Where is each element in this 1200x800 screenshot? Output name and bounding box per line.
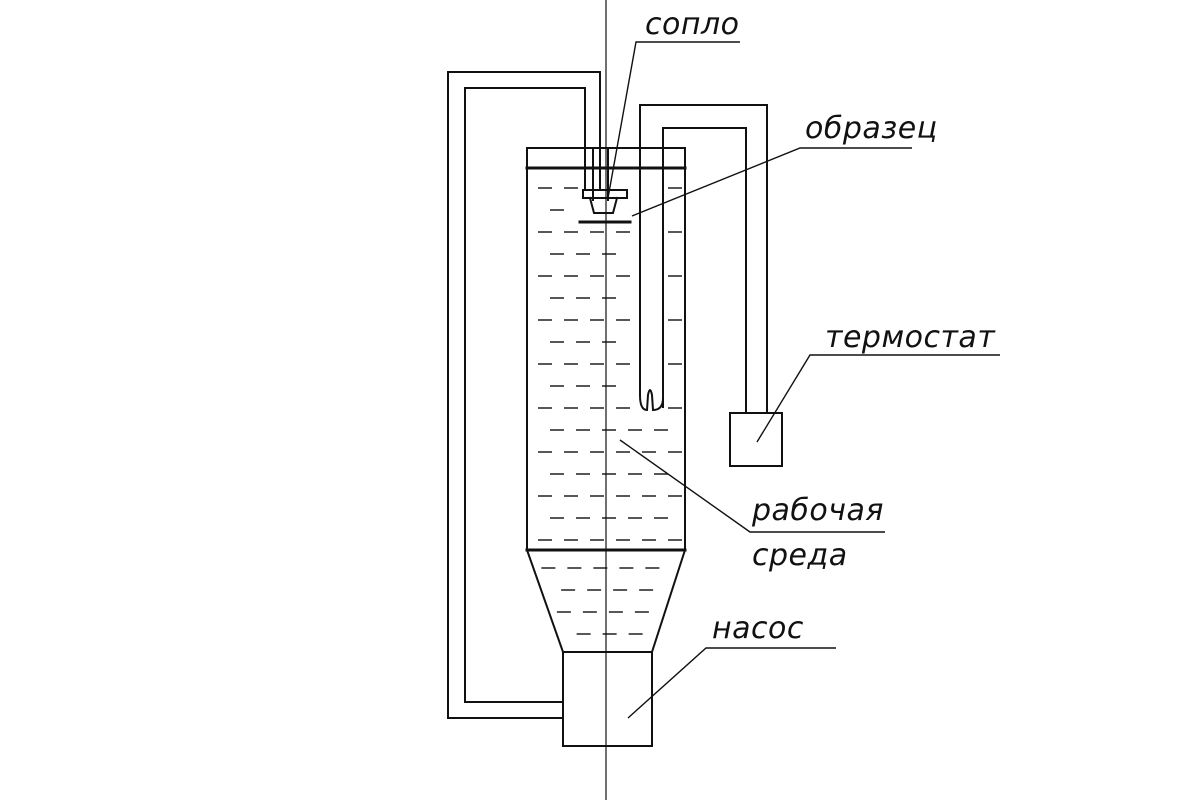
nozzle-assembly [578, 149, 632, 224]
thermostat-label: термостат [825, 320, 996, 355]
medium-label-line1: рабочая [751, 493, 884, 528]
sample-leader [631, 147, 912, 217]
thermostat-probe-tip [638, 389, 665, 412]
pump-leader [627, 647, 836, 719]
pump-label: насос [712, 611, 804, 646]
circulation-pipe-inner [464, 87, 586, 703]
circulation-pipe-outer [447, 71, 601, 719]
nozzle-label: сопло [645, 7, 740, 42]
nozzle-leader [607, 41, 740, 199]
thermostat-tube-inner [662, 127, 747, 414]
thermostat-box [729, 412, 783, 467]
working-medium-hatching [538, 187, 682, 635]
pump-body [562, 651, 653, 747]
medium-leader [619, 439, 885, 533]
sample-label: образец [805, 111, 938, 146]
thermostat-leader [756, 354, 1000, 443]
thermostat-tube-outer [639, 104, 768, 414]
medium-label-line2: среда [752, 538, 848, 573]
